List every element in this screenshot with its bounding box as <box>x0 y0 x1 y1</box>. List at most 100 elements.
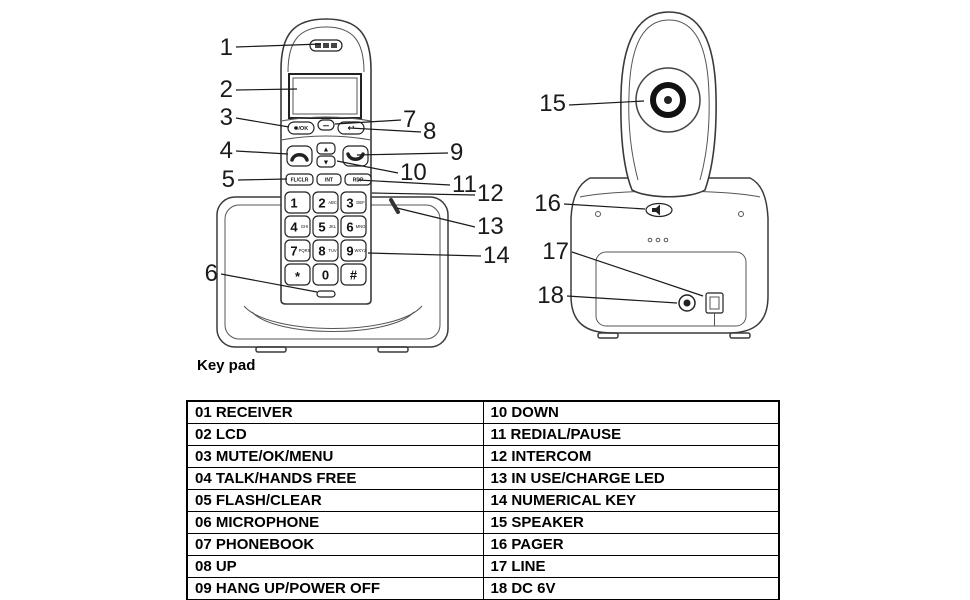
callout-line-14 <box>367 252 482 257</box>
callout-label-3: 3 <box>220 104 233 131</box>
callout-label-2: 2 <box>220 76 233 103</box>
part-label: 04 TALK/HANDS FREE <box>186 467 484 490</box>
callout-line-7 <box>334 119 402 125</box>
callout-label-11: 11 <box>452 171 477 198</box>
mute-ok-menu-label: ✱/OK <box>294 125 308 132</box>
table-row: 08 UP 17 LINE <box>186 555 780 578</box>
intercom-key: INT <box>316 173 342 186</box>
up-key: ▲ <box>316 142 336 155</box>
key-digit: 3 <box>346 196 353 211</box>
part-label: 11 REDIAL/PAUSE <box>482 423 780 446</box>
key-digit: 2 <box>318 196 325 211</box>
phone-back-view <box>570 11 769 339</box>
talk-icon <box>290 153 309 162</box>
down-key: ▼ <box>316 155 336 168</box>
part-label: 13 IN USE/CHARGE LED <box>482 467 780 490</box>
callout-line-17 <box>571 251 704 297</box>
part-label: 01 RECEIVER <box>186 400 484 424</box>
key-letters: DEF <box>356 200 365 205</box>
flash-clear-label: FL/CLR <box>291 178 309 184</box>
receiver-slot <box>323 43 329 48</box>
key-digit: # <box>350 268 358 283</box>
callout-line-13 <box>396 207 476 228</box>
part-label: 03 MUTE/OK/MENU <box>186 445 484 468</box>
part-label: 12 INTERCOM <box>482 445 780 468</box>
down-arrow-icon: ▼ <box>323 160 330 167</box>
keypad-key-5: 5 JKL <box>312 215 339 238</box>
callout-line-18 <box>566 295 678 304</box>
callout-label-15: 15 <box>539 90 566 117</box>
table-row: 04 TALK/HANDS FREE 13 IN USE/CHARGE LED <box>186 467 780 490</box>
pager-speaker-icon <box>652 204 660 216</box>
phone-diagram: ✱/OK ••• ↩ ▲ <box>205 11 769 353</box>
base-foot-left <box>255 346 287 353</box>
line-jack <box>705 292 724 326</box>
key-digit: 9 <box>346 244 353 259</box>
key-letters: ABC <box>328 200 337 205</box>
key-digit: 5 <box>318 220 325 235</box>
keypad-key-0: 0 <box>312 263 339 286</box>
part-label: 15 SPEAKER <box>482 511 780 534</box>
key-digit: 6 <box>346 220 353 235</box>
callout-label-8: 8 <box>423 118 436 145</box>
screw-left <box>595 211 601 217</box>
key-digit: 1 <box>290 196 297 211</box>
part-label: 17 LINE <box>482 555 780 578</box>
key-digit: 4 <box>290 220 298 235</box>
callout-line-2 <box>235 88 298 91</box>
callout-line-15 <box>568 100 645 106</box>
callout-label-14: 14 <box>483 242 510 269</box>
redial-pause-key: RDP <box>344 173 372 186</box>
receiver-slot <box>315 43 321 48</box>
table-row: 06 MICROPHONE 15 SPEAKER <box>186 511 780 534</box>
callout-line-10 <box>336 160 399 174</box>
vent-holes <box>647 237 669 243</box>
callout-label-10: 10 <box>400 159 427 186</box>
callout-label-17: 17 <box>542 238 569 265</box>
diagram-caption: Key pad <box>197 357 256 374</box>
key-letters: PQRS <box>299 248 311 253</box>
keypad-key-1: 1 <box>284 191 311 214</box>
callout-label-16: 16 <box>534 190 561 217</box>
keypad-key-hash: # <box>340 263 367 286</box>
phonebook-key: ••• <box>317 119 335 131</box>
part-label: 10 DOWN <box>482 400 780 424</box>
table-row: 01 RECEIVER 10 DOWN <box>186 400 780 424</box>
table-row: 09 HANG UP/POWER OFF 18 DC 6V <box>186 577 780 600</box>
table-row: 05 FLASH/CLEAR 14 NUMERICAL KEY <box>186 489 780 512</box>
callout-line-6 <box>220 273 318 293</box>
base-back-foot-left <box>597 332 619 339</box>
key-digit: * <box>295 269 301 284</box>
callout-label-18: 18 <box>537 282 564 309</box>
callout-numbers: 1 2 3 4 5 6 7 8 9 10 11 12 13 14 15 16 1… <box>205 34 569 309</box>
part-label: 14 NUMERICAL KEY <box>482 489 780 512</box>
callout-lines <box>220 43 704 304</box>
part-label: 02 LCD <box>186 423 484 446</box>
hang-up-icon <box>346 152 365 161</box>
key-letters: JKL <box>329 224 337 229</box>
talk-key <box>286 145 313 167</box>
key-letters: WXYZ <box>354 248 367 253</box>
base-back-foot-right <box>729 332 751 339</box>
key-digit: 0 <box>322 268 329 283</box>
part-label: 16 PAGER <box>482 533 780 556</box>
callout-label-6: 6 <box>205 260 218 287</box>
charge-led <box>389 198 400 214</box>
menu-dots-icon: ••• <box>323 124 329 130</box>
handset-front: ✱/OK ••• ↩ ▲ <box>280 18 372 305</box>
microphone-slot <box>316 290 336 298</box>
callout-label-1: 1 <box>220 34 233 61</box>
callout-line-1 <box>235 43 322 48</box>
receiver-slot <box>331 43 337 48</box>
screw-right <box>738 211 744 217</box>
key-digit: 8 <box>318 244 325 259</box>
callout-line-8 <box>349 127 422 133</box>
pager-button <box>645 202 673 218</box>
